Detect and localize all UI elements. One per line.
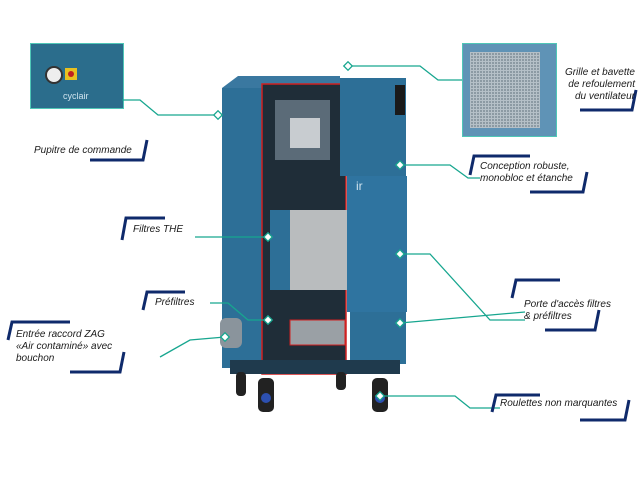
- callout-grille-line: du ventilateur: [574, 91, 635, 102]
- label-brackets: [6, 89, 638, 422]
- prefilter-door: [350, 312, 406, 364]
- wheels: [236, 372, 388, 412]
- leader-lines: [122, 65, 526, 409]
- callout-conception-line: Conception robuste,: [480, 161, 570, 172]
- fan-grille-image: [462, 43, 557, 137]
- callout-porte-line: Porte d'accès filtres: [524, 299, 611, 310]
- filter-access-door: [347, 176, 407, 312]
- callout-conception-line: monobloc et étanche: [480, 173, 573, 184]
- callout-entree-line: «Air contaminé» avec: [16, 341, 113, 352]
- cyclair-logo: cyclair: [63, 91, 89, 101]
- callout-porte-line: & préfiltres: [524, 311, 572, 322]
- callout-prefiltres: Préfiltres: [155, 297, 195, 308]
- callout-porte: Porte d'accès filtres& préfiltres: [524, 299, 611, 323]
- callout-pupitre: Pupitre de commande: [34, 145, 132, 156]
- callout-entree-line: bouchon: [16, 353, 55, 364]
- callout-grille-line: Grille et bavette: [564, 67, 635, 78]
- callout-filtres-the: Filtres THE: [133, 224, 183, 235]
- zag-inlet: [220, 318, 242, 348]
- callout-conception: Conception robuste,monobloc et étanche: [480, 161, 573, 185]
- callout-grille-line: de refoulement: [568, 79, 635, 90]
- callout-entree-line: Entrée raccord ZAG: [16, 329, 105, 340]
- control-panel-image: cyclair: [30, 43, 124, 109]
- door-logo: ir: [356, 179, 363, 193]
- leader-markers: [212, 60, 406, 402]
- the-filter: [290, 210, 352, 290]
- callout-roulettes: Roulettes non marquantes: [500, 398, 618, 409]
